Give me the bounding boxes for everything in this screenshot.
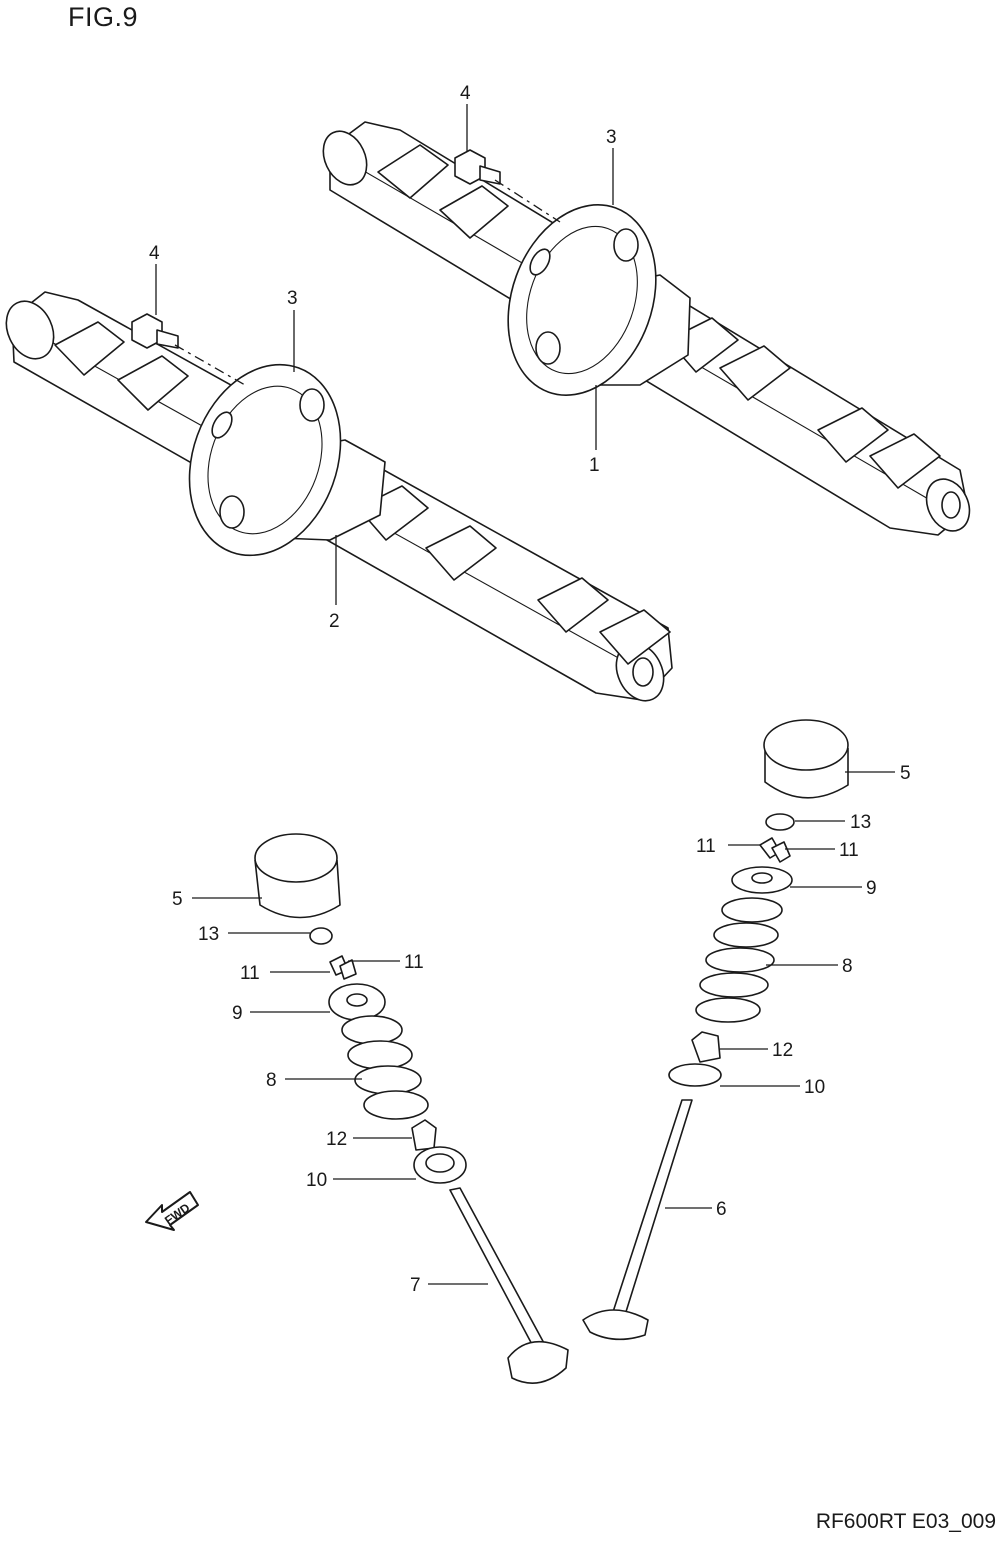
callout-4-lower: 4 xyxy=(149,243,160,264)
callout-6: 6 xyxy=(716,1199,727,1220)
bolt-upper xyxy=(454,149,561,223)
spring-seat-right xyxy=(668,1063,722,1087)
callout-8-left: 8 xyxy=(266,1070,277,1091)
callout-11-left-b: 11 xyxy=(404,952,424,973)
callout-2: 2 xyxy=(329,611,340,632)
callout-labels: 4 3 1 4 3 2 5 13 11 11 9 8 12 10 6 5 13 … xyxy=(149,83,911,1296)
tappet-right xyxy=(763,719,849,799)
callout-13-right: 13 xyxy=(850,812,871,833)
retainer-right xyxy=(731,866,793,894)
callout-8-right: 8 xyxy=(842,956,853,977)
callout-11-right-a: 11 xyxy=(696,836,716,857)
figure-code: RF600RT E03_009 xyxy=(815,1510,996,1533)
valve-left xyxy=(449,1187,569,1384)
callout-11-right-b: 11 xyxy=(839,840,859,861)
valve-spring-right xyxy=(695,897,783,1023)
tappet-left xyxy=(254,833,341,919)
callout-10-right: 10 xyxy=(804,1077,825,1098)
callout-3-lower: 3 xyxy=(287,288,298,309)
cam-sprocket-upper xyxy=(507,204,657,396)
valve-spring-left xyxy=(341,1015,429,1120)
cotters-left xyxy=(329,955,357,980)
callout-5-right: 5 xyxy=(900,763,911,784)
callout-10-left: 10 xyxy=(306,1170,327,1191)
stem-seal-left xyxy=(411,1119,437,1151)
callout-5-left: 5 xyxy=(172,889,183,910)
camshaft-lower xyxy=(5,291,673,702)
callout-12-left: 12 xyxy=(326,1129,347,1150)
bolt-lower xyxy=(131,313,246,386)
retainer-left xyxy=(328,983,386,1021)
callout-11-left-a: 11 xyxy=(240,963,260,984)
spring-seat-left xyxy=(413,1146,467,1184)
cotters-right xyxy=(759,837,791,863)
callout-7: 7 xyxy=(410,1275,421,1296)
figure-title: FIG.9 xyxy=(68,2,139,32)
callout-13-left: 13 xyxy=(198,924,219,945)
callout-12-right: 12 xyxy=(772,1040,793,1061)
shim-left xyxy=(309,927,333,945)
fwd-direction-marker: FWD xyxy=(145,1191,199,1231)
stem-seal-right xyxy=(691,1031,721,1063)
valve-right xyxy=(582,1099,693,1341)
cam-sprocket-lower xyxy=(188,363,342,557)
callout-9-right: 9 xyxy=(866,878,877,899)
leader-lines xyxy=(155,104,895,1285)
callout-9-left: 9 xyxy=(232,1003,243,1024)
callout-4-upper: 4 xyxy=(460,83,471,104)
shim-right xyxy=(765,813,795,831)
callout-1: 1 xyxy=(589,455,600,476)
callout-3-upper: 3 xyxy=(606,127,617,148)
